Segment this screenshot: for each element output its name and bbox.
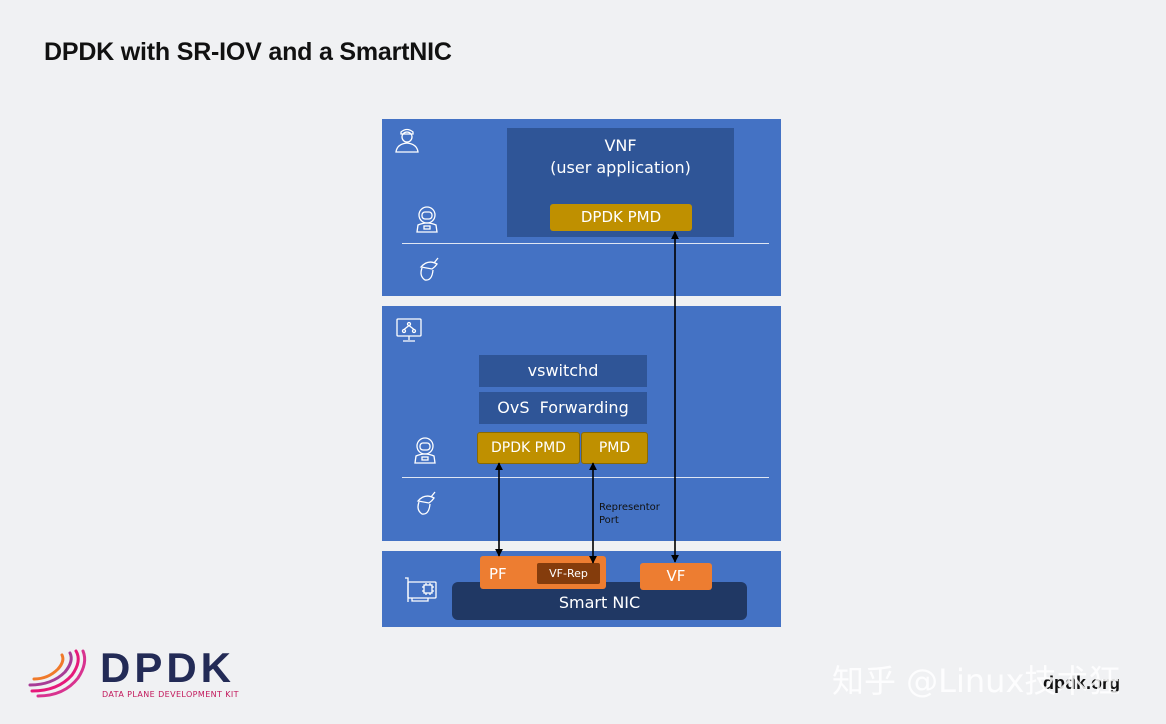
vf-box: VF bbox=[640, 563, 712, 590]
vnf-sublabel: (user application) bbox=[550, 158, 691, 177]
pf-label: PF bbox=[489, 565, 507, 583]
host-dpdk-pmd-box: DPDK PMD bbox=[477, 432, 580, 464]
vm-divider bbox=[402, 243, 769, 244]
dpdk-logo-tagline: DATA PLANE DEVELOPMENT KIT bbox=[102, 690, 239, 699]
nic-card-icon bbox=[405, 577, 437, 602]
vswitchd-box: vswitchd bbox=[479, 355, 647, 387]
representor-label-line1: Representor bbox=[599, 502, 660, 513]
host-divider bbox=[402, 477, 769, 478]
acorn-icon bbox=[419, 257, 439, 281]
representor-label-line2: Port bbox=[599, 515, 619, 526]
astronaut-icon bbox=[416, 206, 438, 233]
dpdk-logo-icon bbox=[28, 649, 87, 698]
watermark: 知乎 @Linux技术狂 bbox=[832, 662, 1121, 700]
site-url: dpdk.org bbox=[1043, 673, 1120, 693]
monitor-network-icon bbox=[396, 318, 422, 342]
host-pmd-box: PMD bbox=[581, 432, 648, 464]
page-title: DPDK with SR-IOV and a SmartNIC bbox=[44, 38, 452, 66]
representor-label: Representor Port bbox=[599, 501, 660, 527]
vf-rep-box: VF-Rep bbox=[537, 563, 600, 584]
vnf-label: VNF bbox=[604, 136, 637, 155]
user-icon bbox=[395, 128, 419, 153]
smart-nic-label: Smart NIC bbox=[558, 593, 641, 612]
pf-box: PF VF-Rep bbox=[480, 556, 606, 589]
acorn-icon bbox=[416, 491, 436, 515]
ovs-forwarding-box: OvS Forwarding bbox=[479, 392, 647, 424]
vm-dpdk-pmd-box: DPDK PMD bbox=[550, 204, 692, 231]
astronaut-icon bbox=[414, 437, 436, 464]
dpdk-logo-text: DPDK bbox=[100, 644, 236, 691]
